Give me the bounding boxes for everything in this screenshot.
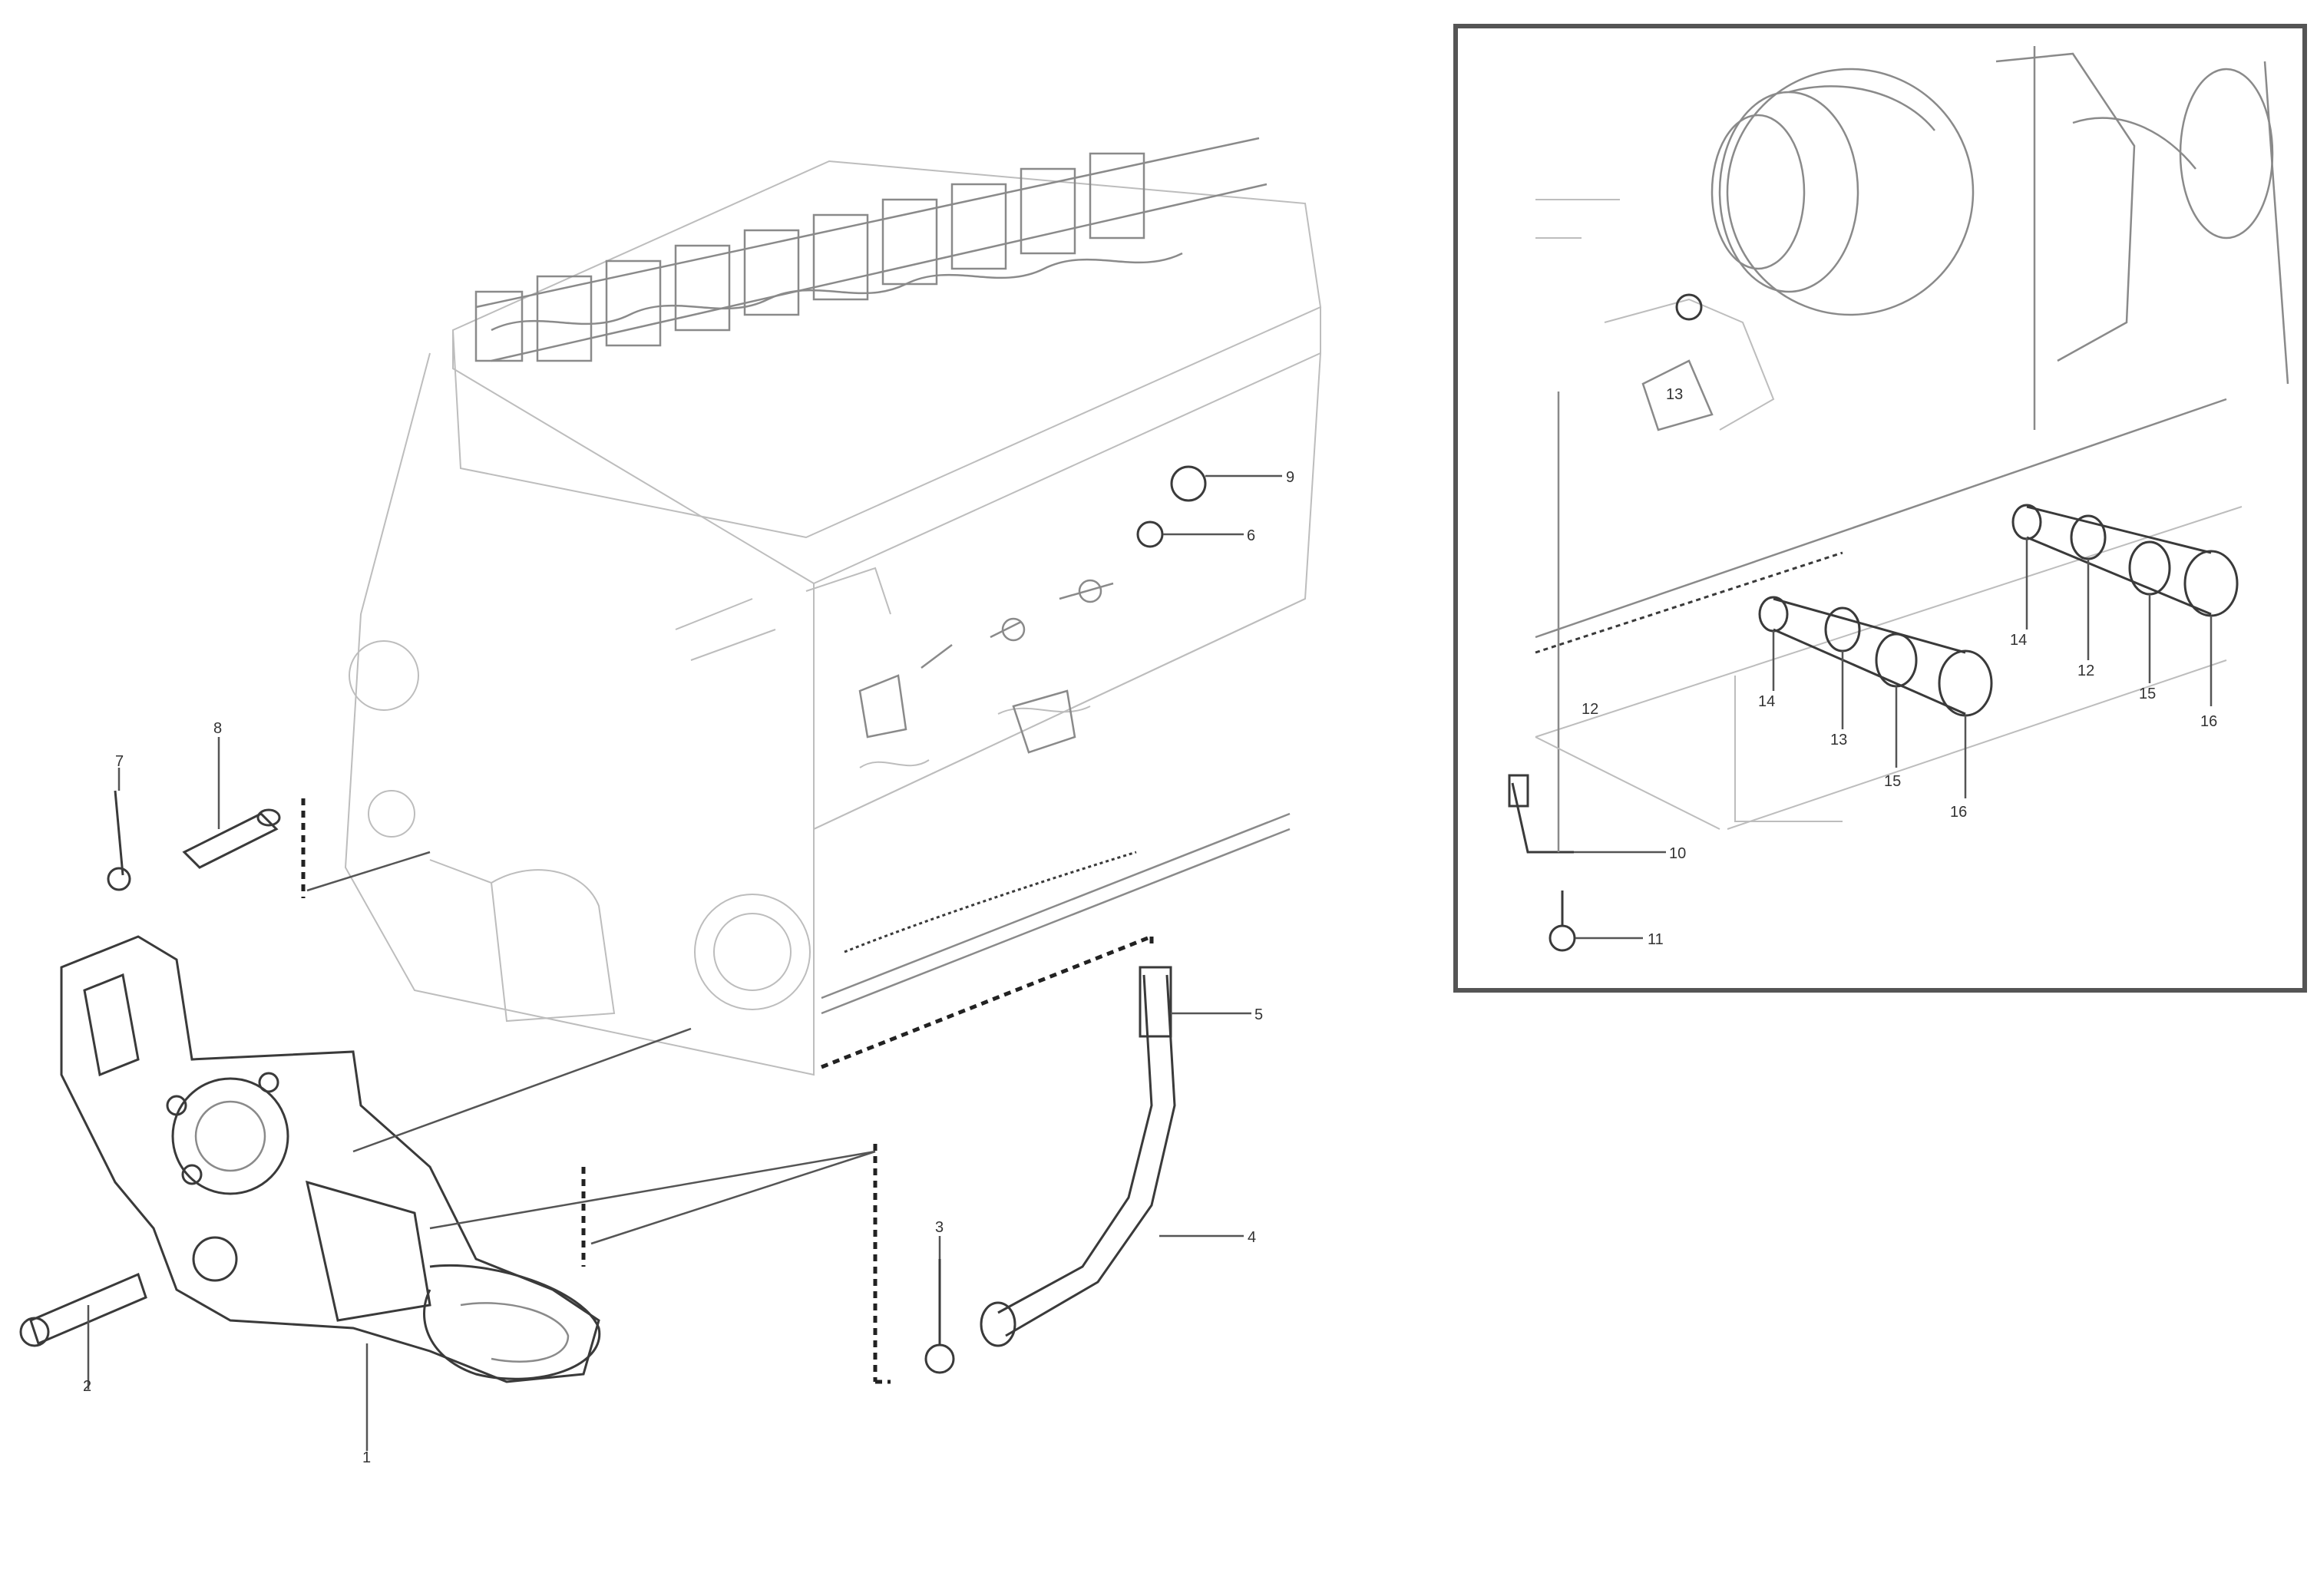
callout-1: 7 (115, 753, 124, 770)
callout-5: 5 (1254, 1006, 1263, 1023)
callout-4: 4 (1248, 1229, 1256, 1246)
callout-3: 3 (935, 1219, 944, 1236)
callout-6: 6 (1247, 527, 1255, 544)
callout-16a: 16 (2200, 713, 2217, 730)
oil-pump-assembly (19, 935, 601, 1383)
callout-15b: 15 (1884, 773, 1901, 790)
detail-inset: 14 12 15 16 14 13 15 16 10 11 12 13 (1453, 24, 2307, 993)
callout-8: 8 (213, 720, 222, 737)
callouts-main: 7 8 9 6 5 4 3 2 1 (83, 469, 1294, 1466)
callout-12a: 12 (2077, 663, 2094, 679)
callout-14b: 14 (1758, 693, 1775, 710)
assembly-lines (301, 798, 1154, 1384)
callout-2: 2 (83, 1378, 91, 1395)
callout-13b: 13 (1666, 386, 1683, 403)
leader-lines-main (87, 474, 1282, 1451)
mounting-bracket (107, 790, 281, 891)
plug-parts (1136, 465, 1207, 548)
engine-block (344, 137, 1322, 1076)
oil-pipe (924, 966, 1176, 1374)
callout-9: 9 (1286, 469, 1294, 486)
callout-15a: 15 (2139, 686, 2156, 702)
callout-13a: 13 (1830, 732, 1847, 748)
callout-1b: 1 (362, 1449, 371, 1466)
callout-11: 11 (1648, 931, 1664, 948)
callout-12b: 12 (1582, 701, 1598, 718)
callout-16b: 16 (1950, 804, 1967, 821)
rocker-gear (474, 137, 1268, 362)
callout-10: 10 (1669, 845, 1686, 862)
callout-14a: 14 (2010, 632, 2027, 649)
